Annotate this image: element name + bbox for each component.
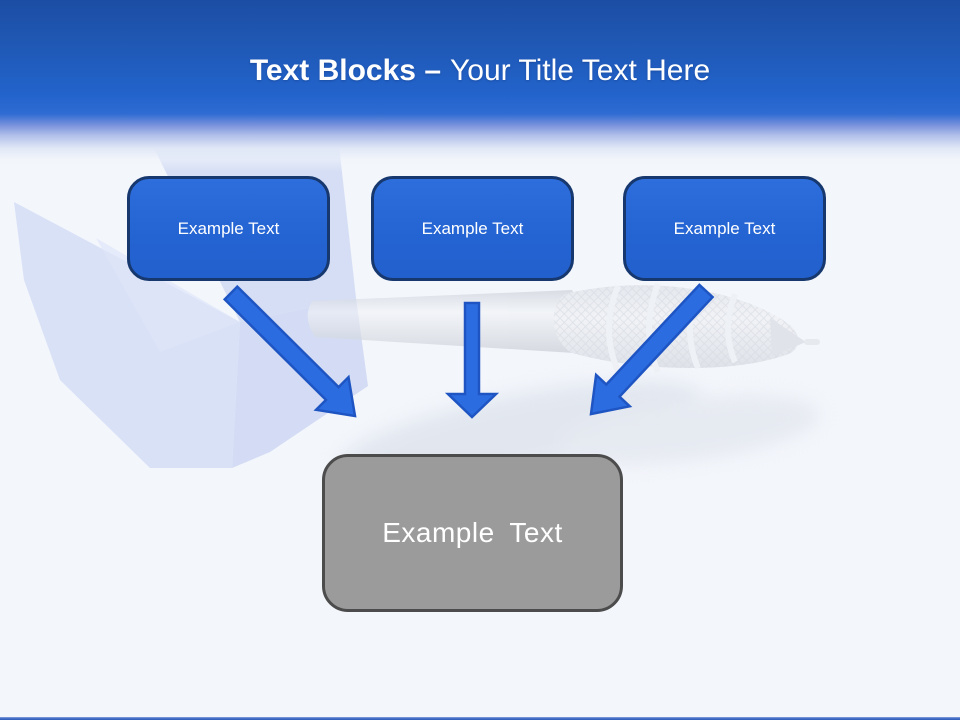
text-block-3[interactable]: Example Text bbox=[623, 176, 826, 281]
arrow-down-icon[interactable] bbox=[444, 301, 500, 419]
title-regular-segment: Your Title Text Here bbox=[450, 54, 711, 87]
summary-block-label: Example Text bbox=[382, 517, 563, 548]
text-block-1[interactable]: Example Text bbox=[127, 176, 330, 281]
title-bold-segment: Text Blocks – bbox=[249, 54, 442, 87]
text-block-1-label: Example Text bbox=[177, 218, 280, 238]
text-block-2-label: Example Text bbox=[421, 218, 524, 238]
arrow-down-left-icon[interactable] bbox=[589, 283, 715, 416]
summary-block[interactable]: Example Text bbox=[322, 454, 623, 612]
bottom-accent-line bbox=[0, 717, 960, 720]
text-block-2[interactable]: Example Text bbox=[371, 176, 574, 281]
text-block-3-label: Example Text bbox=[673, 218, 776, 238]
page-title: Text Blocks –Your Title Text Here bbox=[0, 52, 960, 90]
arrow-down-right-icon[interactable] bbox=[222, 284, 357, 418]
